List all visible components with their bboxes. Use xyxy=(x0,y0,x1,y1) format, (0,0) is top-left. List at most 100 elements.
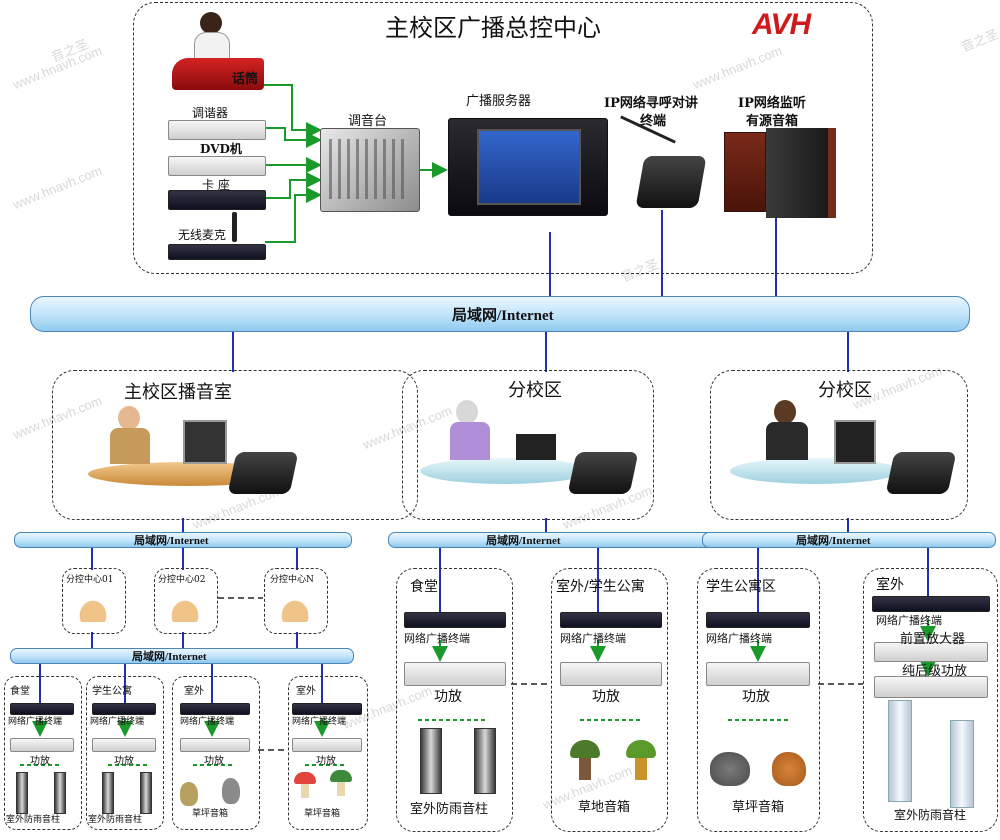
mushroom-speaker-icon xyxy=(626,740,656,782)
speaker-label: 室外防雨音柱 xyxy=(410,802,489,817)
terminal-label: 网络广播终端 xyxy=(404,632,470,645)
intercom-terminal-icon xyxy=(635,156,707,208)
site-branch-1 xyxy=(402,370,654,520)
lawn-speaker-icon xyxy=(180,782,198,806)
network-terminal-device xyxy=(706,612,810,628)
sub-center-desk-icon xyxy=(70,590,116,622)
sub-network-label: 局域网/Internet xyxy=(134,535,209,547)
input-label-wireless-mic: 无线麦克 xyxy=(178,228,227,242)
amplifier-device xyxy=(92,738,156,752)
terminal-label: 网络广播终端 xyxy=(292,717,347,727)
network-terminal-device xyxy=(872,596,990,612)
column-speaker-icon xyxy=(140,772,152,814)
mushroom-speaker-icon xyxy=(330,770,352,798)
amplifier-device xyxy=(706,662,810,686)
zone-title: 室外 xyxy=(876,577,904,593)
control-center-title: 主校区广播总控中心 xyxy=(385,14,601,42)
amplifier-device xyxy=(560,662,662,686)
control-center-box xyxy=(133,2,873,274)
column-speaker-icon xyxy=(54,772,66,814)
network-terminal-device xyxy=(292,703,362,715)
amplifier-device xyxy=(180,738,250,752)
paging-terminal-icon xyxy=(567,452,639,494)
amp-label: 功放 xyxy=(114,756,134,767)
terminal-label: 网络广播终端 xyxy=(90,717,145,727)
lawn-speaker-icon xyxy=(222,778,240,804)
zone-title: 室外 xyxy=(184,686,204,697)
zone-box xyxy=(551,568,668,832)
zone-box xyxy=(86,676,164,830)
lawn-speaker-icon xyxy=(710,752,750,786)
paging-terminal-icon xyxy=(227,452,299,494)
mushroom-speaker-icon xyxy=(570,740,600,782)
tuner-device xyxy=(168,120,266,140)
avh-logo: AVH xyxy=(752,8,811,41)
wireless-receiver-device xyxy=(168,244,266,260)
speaker-label: 室外防雨音柱 xyxy=(88,815,143,825)
lawn-speaker-icon xyxy=(772,752,806,786)
site-title: 分校区 xyxy=(818,380,872,401)
sub-network-bus xyxy=(14,532,352,548)
podium-icon xyxy=(172,58,264,90)
zone-title: 室外 xyxy=(296,686,316,697)
input-label-dvd: DVD机 xyxy=(200,142,242,156)
network-terminal-device xyxy=(180,703,250,715)
main-network-bus xyxy=(30,296,970,332)
preamplifier-device xyxy=(874,642,988,662)
monitor-label-2: 有源音箱 xyxy=(746,114,799,129)
amp-label: 功放 xyxy=(316,756,336,767)
mixer-label: 调音台 xyxy=(348,114,388,129)
input-label-mic: 话筒 xyxy=(232,72,259,87)
zone-box xyxy=(172,676,260,830)
zone-box xyxy=(396,568,513,832)
column-speaker-icon xyxy=(950,720,974,808)
terminal-label: 网络广播终端 xyxy=(560,632,626,645)
terminal-label: 网络广播终端 xyxy=(706,632,772,645)
intercom-label-1: IP网络寻呼对讲 xyxy=(604,96,698,111)
network-terminal-device xyxy=(92,703,156,715)
site-title: 主校区播音室 xyxy=(124,382,232,403)
zone-box xyxy=(697,568,820,832)
sub-network-bus xyxy=(702,532,996,548)
sub-center-label: 分控中心N xyxy=(270,575,314,585)
column-speaker-icon xyxy=(16,772,28,814)
sub-center-label: 分控中心02 xyxy=(158,575,206,585)
speaker-label: 室外防雨音柱 xyxy=(6,815,61,825)
amp-label: 功放 xyxy=(742,689,770,705)
terminal-label: 网络广播终端 xyxy=(8,717,63,727)
network-terminal-device xyxy=(404,612,506,628)
site-main-broadcast-room xyxy=(52,370,418,520)
sub-center-box xyxy=(264,568,328,634)
network-terminal-device xyxy=(10,703,74,715)
sub-network-label: 局域网/Internet xyxy=(486,535,561,547)
sub-center-box xyxy=(154,568,218,634)
mixer-icon xyxy=(320,128,420,212)
zone-box xyxy=(288,676,368,830)
sub-network-label: 局域网/Internet xyxy=(796,535,871,547)
amplifier-device xyxy=(10,738,74,752)
preamp-label: 前置放大器 xyxy=(900,632,966,647)
paging-terminal-icon xyxy=(885,452,957,494)
speaker-label: 草坪音箱 xyxy=(192,809,229,819)
cassette-deck-device xyxy=(168,190,266,210)
speaker-label: 草坪音箱 xyxy=(732,800,785,815)
intercom-label-2: 终端 xyxy=(640,114,667,129)
speaker-label: 室外防雨音柱 xyxy=(894,808,967,822)
sub-center-label: 分控中心01 xyxy=(66,575,114,585)
monitor-label-1: IP网络监听 xyxy=(738,96,806,111)
main-network-label: 局域网/Internet xyxy=(452,308,554,324)
zone-title: 食堂 xyxy=(410,579,438,595)
amplifier-device xyxy=(292,738,362,752)
operator-desk-icon xyxy=(420,398,600,498)
sub-center-desk-icon xyxy=(272,590,318,622)
mushroom-speaker-icon xyxy=(294,772,316,800)
dvd-device xyxy=(168,156,266,176)
zone-title: 学生公寓 xyxy=(92,686,132,697)
speaker-label: 草地音箱 xyxy=(578,800,631,815)
column-speaker-icon xyxy=(102,772,114,814)
sub-center-network-bus xyxy=(10,648,354,664)
terminal-label: 网络广播终端 xyxy=(876,614,942,627)
sub-center-box xyxy=(62,568,126,634)
zone-title: 室外/学生公寓 xyxy=(556,579,645,595)
